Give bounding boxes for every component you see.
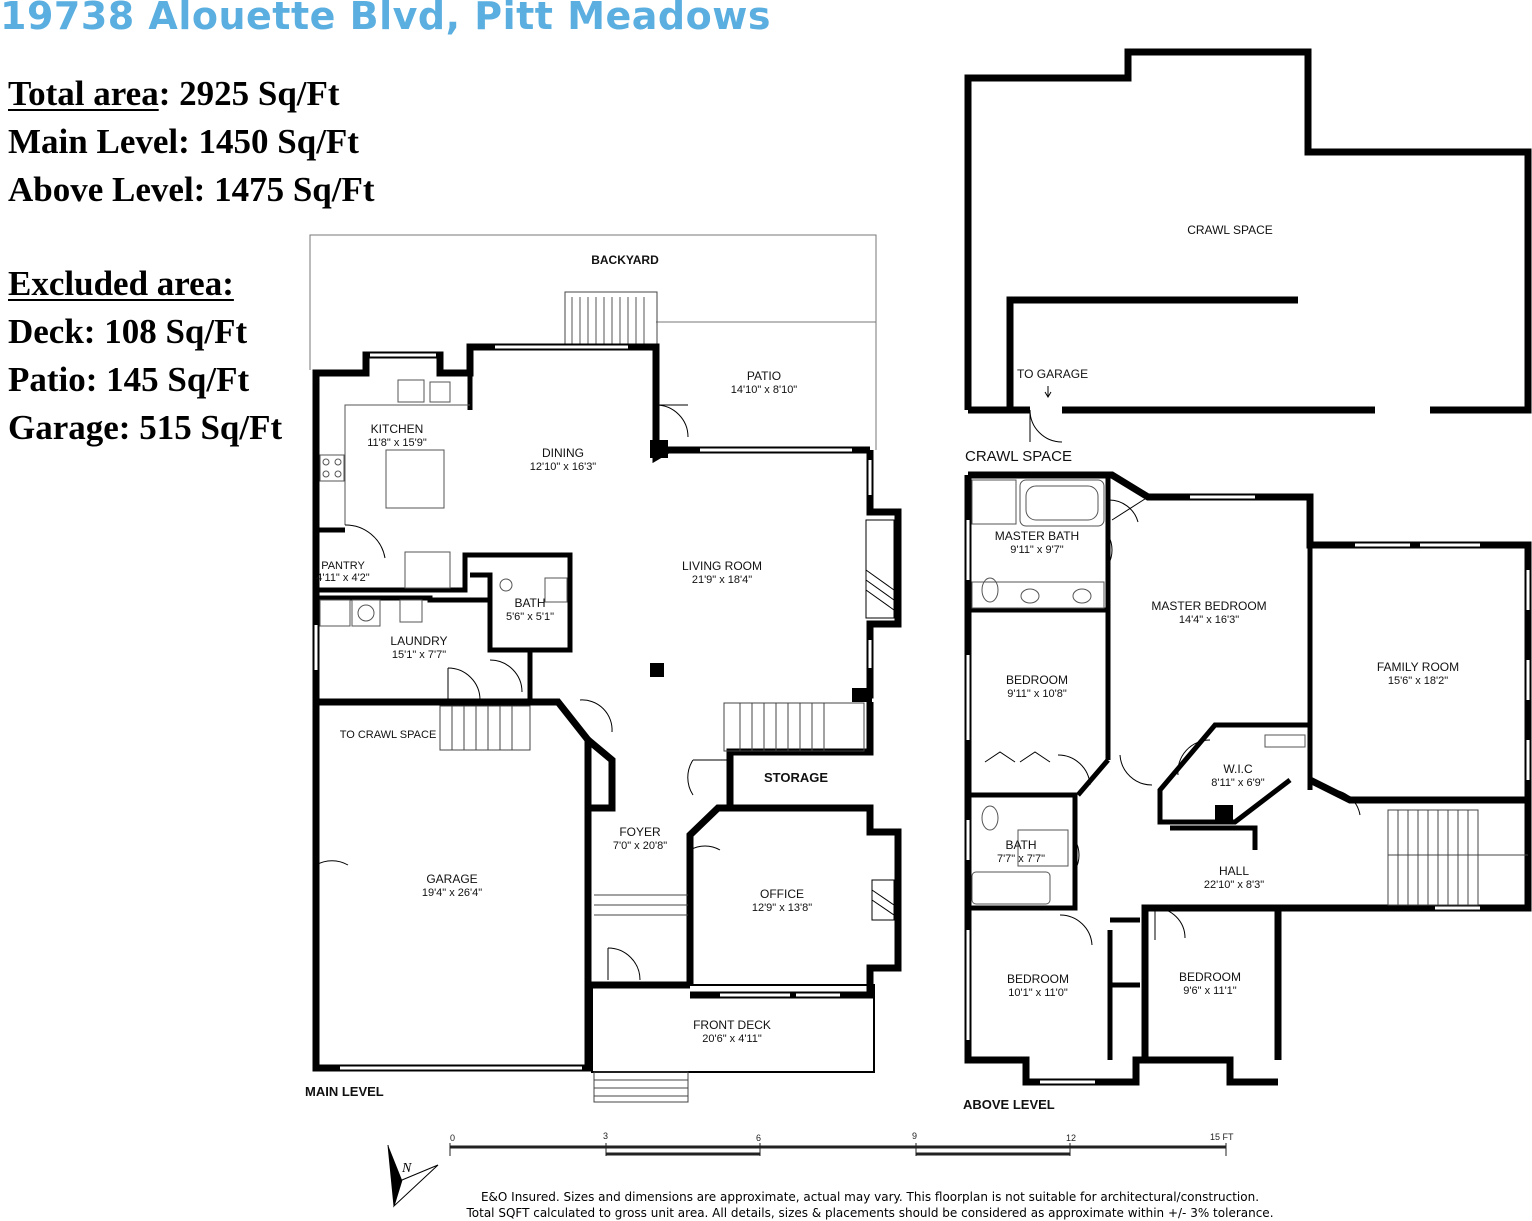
disclaimer-line-1: E&O Insured. Sizes and dimensions are ap… — [480, 1190, 1260, 1204]
foyer-name: FOYER — [619, 825, 661, 839]
total-area-line: Total area: 2925 Sq/Ft — [8, 70, 375, 118]
above-level-label: ABOVE LEVEL — [963, 1097, 1055, 1112]
garage-dim: 19'4" x 26'4" — [422, 887, 482, 899]
scale-tick-15: 15 FT — [1210, 1132, 1234, 1142]
main-level-labels: BACKYARD PATIO 14'10" x 8'10" KITCHEN 11… — [305, 253, 828, 1099]
bath-above-name: BATH — [1005, 838, 1036, 852]
disclaimer-line-2: Total SQFT calculated to gross unit area… — [466, 1206, 1274, 1220]
patio-name: PATIO — [747, 369, 781, 383]
storage-label: STORAGE — [764, 770, 828, 785]
scale-tick-6: 6 — [756, 1133, 761, 1143]
area-summary: Total area: 2925 Sq/Ft Main Level: 1450 … — [8, 70, 375, 452]
total-area-value: : 2925 Sq/Ft — [158, 74, 340, 113]
pantry-dim: 4'11" x 4'2" — [316, 572, 369, 584]
master-bath-name: MASTER BATH — [995, 529, 1079, 543]
family-room-dim: 15'6" x 18'2" — [1388, 675, 1448, 687]
patio-area: Patio: 145 Sq/Ft — [8, 360, 250, 399]
bedroom-1-name: BEDROOM — [1006, 673, 1068, 687]
dining-name: DINING — [542, 446, 584, 460]
disclaimer: E&O Insured. Sizes and dimensions are ap… — [420, 1189, 1320, 1221]
scale-tick-3: 3 — [603, 1131, 608, 1141]
main-level-area: Main Level: 1450 Sq/Ft — [8, 122, 359, 161]
office-dim: 12'9" x 13'8" — [752, 902, 812, 914]
total-area-label: Total area — [8, 74, 159, 113]
north-arrow-icon: N — [387, 1144, 439, 1208]
hall-name: HALL — [1219, 864, 1249, 878]
deck-area: Deck: 108 Sq/Ft — [8, 312, 248, 351]
bedroom-3-dim: 9'6" x 11'1" — [1183, 985, 1236, 997]
bedroom-2-dim: 10'1" x 11'0" — [1008, 987, 1068, 999]
patio-dim: 14'10" x 8'10" — [731, 384, 798, 396]
scale-tick-12: 12 — [1066, 1133, 1076, 1143]
crawl-space-level-label: CRAWL SPACE — [965, 448, 1072, 465]
front-deck-dim: 20'6" x 4'11" — [702, 1033, 762, 1045]
to-crawl-space-label: TO CRAWL SPACE — [340, 729, 437, 741]
bath-above-dim: 7'7" x 7'7" — [997, 853, 1045, 865]
above-level-plan — [964, 471, 1532, 1086]
pantry-name: PANTRY — [321, 560, 365, 572]
bath-main-name: BATH — [514, 596, 545, 610]
crawl-space-labels: CRAWL SPACE TO GARAGE CRAWL SPACE — [965, 223, 1273, 465]
wic-name: W.I.C — [1223, 762, 1253, 776]
scale-tick-0: 0 — [450, 1133, 455, 1143]
bedroom-3-name: BEDROOM — [1179, 970, 1241, 984]
wic-dim: 8'11" x 6'9" — [1211, 777, 1264, 789]
backyard-label: BACKYARD — [591, 253, 659, 267]
kitchen-name: KITCHEN — [371, 422, 424, 436]
front-deck-name: FRONT DECK — [693, 1018, 771, 1032]
office-name: OFFICE — [760, 887, 804, 901]
main-level-plan — [309, 234, 902, 1103]
bedroom-2-name: BEDROOM — [1007, 972, 1069, 986]
family-room-name: FAMILY ROOM — [1377, 660, 1459, 674]
garage-area: Garage: 515 Sq/Ft — [8, 408, 283, 447]
living-room-name: LIVING ROOM — [682, 559, 762, 573]
above-level-labels: MASTER BATH 9'11" x 9'7" MASTER BEDROOM … — [963, 529, 1459, 1112]
crawl-space-plan — [964, 48, 1532, 443]
laundry-name: LAUNDRY — [390, 634, 447, 648]
laundry-dim: 15'1" x 7'7" — [392, 649, 446, 661]
scale-tick-9: 9 — [912, 1131, 917, 1141]
crawl-space-area-name: CRAWL SPACE — [1187, 223, 1273, 237]
garage-name: GARAGE — [426, 872, 477, 886]
foyer-dim: 7'0" x 20'8" — [613, 840, 667, 852]
living-room-dim: 21'9" x 18'4" — [692, 574, 752, 586]
master-bedroom-dim: 14'4" x 16'3" — [1179, 614, 1239, 626]
master-bath-dim: 9'11" x 9'7" — [1010, 544, 1063, 556]
bedroom-1-dim: 9'11" x 10'8" — [1007, 688, 1067, 700]
property-address-title: 19738 Alouette Blvd, Pitt Meadows — [0, 0, 771, 38]
main-level-label: MAIN LEVEL — [305, 1084, 384, 1099]
kitchen-dim: 11'8" x 15'9" — [367, 437, 427, 449]
above-level-area: Above Level: 1475 Sq/Ft — [8, 170, 375, 209]
dining-dim: 12'10" x 16'3" — [530, 461, 597, 473]
compass-letter: N — [401, 1161, 412, 1176]
excluded-area-heading: Excluded area: — [8, 264, 234, 303]
master-bedroom-name: MASTER BEDROOM — [1151, 599, 1266, 613]
scale-bar: 0 3 6 9 12 15 FT — [449, 1131, 1234, 1156]
hall-dim: 22'10" x 8'3" — [1204, 879, 1264, 891]
to-garage-label: TO GARAGE — [1017, 367, 1088, 381]
bath-main-dim: 5'6" x 5'1" — [506, 611, 554, 623]
